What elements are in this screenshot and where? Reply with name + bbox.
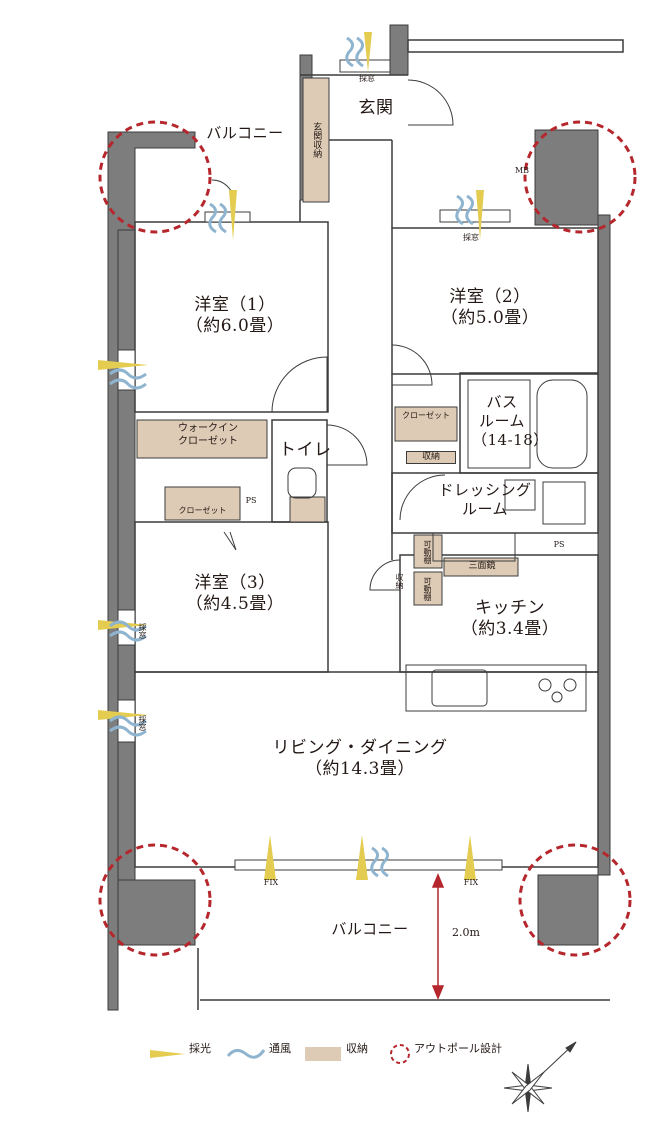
outpole-circles [98, 120, 637, 957]
ld-window-mark: 採窓 [138, 715, 147, 731]
western-room-3-label: 洋室（3） （約4.5畳） [185, 573, 285, 616]
entrance-label: 玄関 [358, 98, 394, 118]
bathroom-name-line1: バス [486, 393, 518, 411]
pipe-space-2-label: PS [553, 540, 565, 549]
entrance-storage-label: 玄関収納 [311, 122, 322, 158]
balcony-depth-label: 2.0m [452, 926, 480, 939]
movable-shelf-2-label: 可動棚 [423, 577, 432, 601]
kitchen-label: キッチン （約3.4畳） [455, 598, 565, 641]
western-room-3-name: 洋室（3） [194, 573, 276, 593]
light-markers [98, 32, 484, 880]
living-dining-name: リビング・ダイニング [272, 738, 448, 758]
western-room-1-size: （約6.0畳） [185, 316, 285, 337]
toilet-label: トイレ [279, 440, 332, 460]
door-swings [211, 79, 454, 591]
legend-storage-label: 収納 [346, 1042, 368, 1055]
bathroom-label: バス ルーム （14-18） [472, 393, 549, 449]
living-dining-label: リビング・ダイニング （約14.3畳） [270, 738, 450, 781]
interior-walls [134, 39, 624, 1010]
western-room-1-label: 洋室（1） （約6.0畳） [185, 295, 285, 338]
storage-areas [136, 77, 519, 606]
western-room-3-size: （約4.5畳） [185, 594, 285, 615]
legend-wind-label: 通風 [269, 1042, 291, 1055]
western-room-1-name: 洋室（1） [194, 295, 276, 315]
legend-outpole-label: アウトポール設計 [414, 1042, 502, 1055]
fix-window-1-label: FIX [263, 878, 279, 887]
balcony-bottom-label: バルコニー [331, 920, 409, 938]
bathroom-size: （14-18） [472, 430, 549, 449]
legend-symbols [150, 1044, 410, 1064]
room2-window-mark: 採窓 [463, 233, 479, 242]
walk-in-closet-line2: クローゼット [178, 435, 238, 447]
walk-in-closet-label: ウォークイン クローゼット [168, 423, 248, 448]
kitchen-size: （約3.4畳） [460, 619, 560, 640]
movable-shelf-1-label: 可動棚 [423, 540, 432, 564]
dressing-room-line2: ルーム [461, 499, 509, 518]
room3-window-mark: 採窓 [138, 623, 147, 639]
western-room-2-size: （約5.0畳） [440, 308, 540, 329]
balcony-depth-dimension [431, 873, 445, 1000]
compass-rose-icon [503, 1041, 577, 1113]
living-dining-size: （約14.3畳） [305, 759, 415, 780]
bathroom-name-line2: ルーム [478, 411, 526, 430]
hall-storage-label: 収納 [395, 573, 404, 589]
meter-box-label: MB [514, 166, 530, 175]
dressing-room-label: ドレッシング ルーム [430, 481, 540, 519]
balcony-top-label: バルコニー [206, 124, 284, 142]
entrance-window-mark: 採窓 [359, 74, 375, 83]
walk-in-closet-line1: ウォークイン [178, 423, 238, 434]
legend-light-label: 採光 [189, 1042, 211, 1055]
western-room-2-label: 洋室（2） （約5.0畳） [440, 287, 540, 330]
pipe-space-1-label: PS [245, 496, 257, 505]
dressing-room-line1: ドレッシング [438, 481, 532, 499]
fixtures [287, 379, 588, 712]
fix-window-2-label: FIX [463, 878, 479, 887]
closet-room2-label: クローゼット [402, 411, 450, 420]
closet-room3-label: クローゼット [178, 506, 227, 515]
kitchen-name: キッチン [475, 598, 545, 618]
exterior-walls [107, 24, 611, 1011]
western-room-2-name: 洋室（2） [449, 287, 531, 307]
dressing-storage-label: 収納 [406, 451, 456, 465]
three-way-mirror-label: 三面鏡 [468, 561, 496, 571]
